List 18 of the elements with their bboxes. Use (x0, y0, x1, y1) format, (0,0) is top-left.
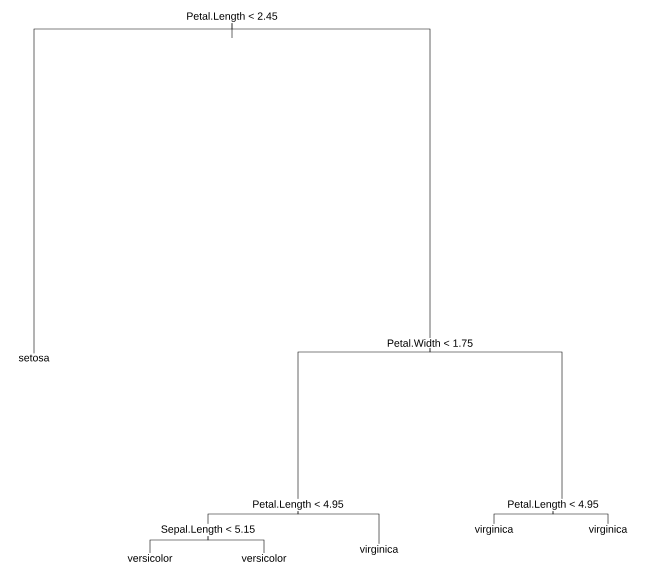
tree-branch (430, 348, 562, 500)
split-label: Petal.Length < 4.95 (508, 500, 598, 510)
tree-branch (494, 510, 554, 524)
split-label: Sepal.Length < 5.15 (161, 525, 255, 535)
tree-branch (232, 22, 430, 338)
leaf-label: versicolor (128, 554, 172, 562)
leaf-label: virginica (360, 545, 398, 555)
tree-branch (208, 536, 264, 554)
leaf-label: versicolor (242, 554, 286, 562)
leaf-label: setosa (18, 354, 50, 362)
split-label: Petal.Length < 2.45 (187, 12, 278, 22)
leaf-label: virginica (588, 525, 628, 535)
tree-branch (552, 510, 608, 524)
split-label: Petal.Width < 1.75 (388, 339, 473, 347)
tree-branch (298, 510, 380, 544)
split-label: Petal.Length < 4.95 (253, 500, 344, 510)
tree-branch (208, 510, 298, 524)
leaf-label: virginica (474, 525, 514, 535)
